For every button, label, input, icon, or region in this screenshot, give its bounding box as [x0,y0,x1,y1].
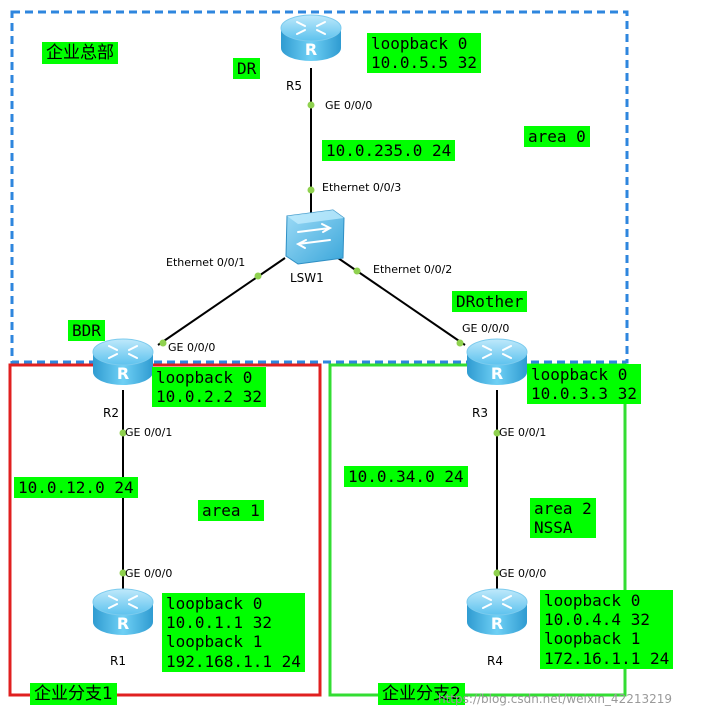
router-icon [466,588,528,636]
sw-e1-port-label: Ethernet 0/0/1 [166,256,246,269]
area0-label: area 0 [524,126,590,148]
link-sw-r2 [157,257,286,346]
area1-border [8,363,322,697]
router-icon [92,588,154,636]
r3-name: R3 [472,406,488,420]
r3-ge1-port-label: GE 0/0/1 [499,426,547,439]
router-icon [466,338,528,386]
r3-loopback-label: loopback 0 10.0.3.3 32 [527,364,641,405]
r3r4-network-label: 10.0.34.0 24 [344,466,468,488]
r1-ge0-port-label: GE 0/0/0 [125,567,173,580]
switch-icon [285,209,345,265]
sw-e2-port-label: Ethernet 0/0/2 [373,263,453,276]
branch2-name-label: 企业分支2 [378,683,465,706]
hq-network-label: 10.0.235.0 24 [322,140,456,162]
r4-loopback-label: loopback 0 10.0.4.4 32 loopback 1 172.16… [540,590,674,669]
r4-name: R4 [487,654,503,668]
r2-ge1-port-label: GE 0/0/1 [125,426,173,439]
hq-name-label: 企业总部 [42,42,118,65]
r3-ge0-port-label: GE 0/0/0 [462,322,510,335]
branch1-name-label: 企业分支1 [30,683,117,706]
r1-loopback-label: loopback 0 10.0.1.1 32 loopback 1 192.16… [162,593,305,672]
r4-ge0-port-label: GE 0/0/0 [499,567,547,580]
r5-port-label: GE 0/0/0 [325,99,373,112]
router-icon [280,14,342,62]
switch-name: LSW1 [290,271,324,285]
r5-name: R5 [286,79,302,93]
area1-label: area 1 [198,500,264,522]
r5-role-label: DR [233,58,261,80]
r2-role-label: BDR [68,320,105,342]
port-dots [119,101,501,577]
area0-border [10,10,629,364]
sw-e3-port-label: Ethernet 0/0/3 [322,181,402,194]
r5-loopback-label: loopback 0 10.0.5.5 32 [367,33,481,74]
r2-loopback-label: loopback 0 10.0.2.2 32 [152,367,266,408]
r2-name: R2 [103,406,119,420]
watermark: https://blog.csdn.net/weixin_42213219 [438,692,673,706]
router-icon [92,338,154,386]
r2-ge0-port-label: GE 0/0/0 [168,341,216,354]
area2-label: area 2 NSSA [530,498,596,539]
r1-name: R1 [110,654,126,668]
r1r2-network-label: 10.0.12.0 24 [14,477,138,499]
r3-role-label: DRother [452,291,528,313]
